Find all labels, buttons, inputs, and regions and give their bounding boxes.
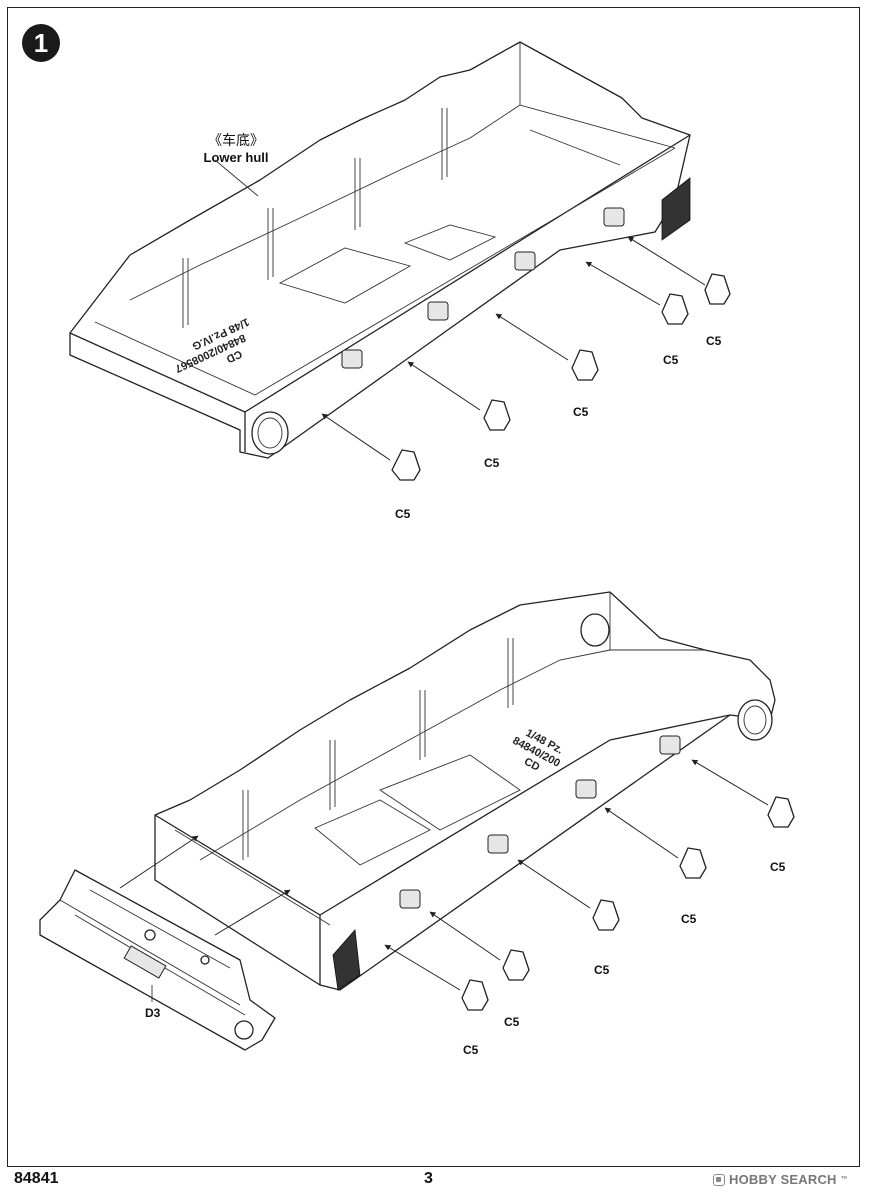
bottom-c5-part-1 [461, 979, 489, 1011]
rear-plate-panel [123, 945, 167, 979]
bottom-mount-1 [399, 889, 421, 909]
top-mount-1 [341, 349, 363, 369]
bottom-torsion-bar-1 [242, 790, 249, 860]
top-arrow-3 [495, 313, 569, 361]
bottom-torsion-bar-2 [329, 740, 336, 810]
bottom-arrow-3 [517, 859, 591, 909]
bottom-hull-top-edge [154, 714, 731, 916]
bottom-lower-hull-drawing: 1/48 Pz. 84840/200 CD [154, 591, 776, 991]
bottom-mount-3 [575, 779, 597, 799]
bottom-arrow-1 [384, 944, 461, 991]
top-hull-outline [69, 41, 691, 459]
d3-arrow-1 [119, 835, 199, 889]
rear-plate-outline [39, 869, 276, 1051]
bottom-c5-label-4: C5 [681, 912, 697, 926]
bottom-hull-floor-line [199, 649, 611, 861]
top-arrow-2 [407, 361, 481, 411]
rear-plate-d3-drawing [39, 835, 291, 1051]
top-torsion-bar-1 [182, 258, 189, 328]
bottom-c5-label-5: C5 [770, 860, 786, 874]
page-frame [7, 7, 860, 1167]
bottom-arrow-2 [429, 911, 501, 961]
bottom-front-hole [580, 613, 610, 647]
bottom-hull-inner-edge [174, 829, 331, 926]
bottom-mount-4 [659, 735, 681, 755]
product-code: 84841 [14, 1170, 59, 1187]
bottom-mount-2 [487, 834, 509, 854]
d3-arrow-2 [214, 889, 291, 936]
bottom-suspension-mounts [399, 735, 681, 909]
watermark-trademark: ™ [840, 1176, 848, 1183]
top-hull-floor-panel-2 [403, 224, 497, 261]
top-hull-floor-ridge [529, 129, 621, 166]
top-hull-floor-panel-1 [278, 247, 412, 304]
top-mount-3 [514, 251, 536, 271]
top-torsion-bar-4 [441, 108, 448, 180]
lower-hull-leader [214, 159, 259, 197]
bottom-idler-bracket [332, 929, 361, 991]
bottom-torsion-bar-4 [507, 638, 514, 708]
step-number-badge: 1 [22, 24, 60, 62]
top-mount-4 [603, 207, 625, 227]
top-c5-part-5 [704, 273, 731, 305]
top-torsion-bar-2 [267, 208, 274, 280]
top-torsion-bar-3 [354, 158, 361, 230]
page-number: 3 [424, 1170, 433, 1187]
top-arrow-1 [321, 413, 391, 461]
lower-hull-callout: 《车底》 Lower hull [196, 130, 276, 165]
top-c5-part-1 [391, 449, 421, 481]
top-c5-label-2: C5 [484, 456, 500, 470]
bottom-hull-floor-panel-2 [379, 754, 521, 831]
top-c5-label-4: C5 [663, 353, 679, 367]
top-c5-part-4 [661, 293, 689, 325]
bottom-torsion-bar-3 [419, 690, 426, 760]
bottom-hull-floor-panel-1 [314, 799, 431, 866]
bottom-sprocket-hole-inner [743, 705, 767, 735]
bottom-c5-label-2: C5 [504, 1015, 520, 1029]
bottom-sprocket-hole [737, 699, 773, 741]
lower-hull-label-en: Lower hull [203, 150, 269, 165]
bottom-hull-outline [154, 591, 776, 991]
rear-plate-hub [234, 1020, 254, 1040]
top-c5-part-3 [571, 349, 599, 381]
bottom-c5-part-2 [502, 949, 530, 981]
top-lower-hull-drawing: CD 84840/2008567 1/48 Pz.IV.G [69, 41, 691, 459]
hobby-search-watermark: HOBBY SEARCH ™ [713, 1172, 848, 1187]
bottom-c5-part-4 [679, 847, 707, 879]
top-hull-inner-edge [94, 147, 676, 396]
rear-plate-d3-label: D3 [145, 1006, 161, 1020]
top-suspension-mounts [341, 207, 625, 369]
top-mount-2 [427, 301, 449, 321]
top-c5-label-1: C5 [395, 507, 411, 521]
bottom-c5-part-5 [767, 796, 795, 828]
bottom-c5-label-1: C5 [463, 1043, 479, 1057]
bottom-arrow-5 [691, 759, 769, 806]
top-c5-label-3: C5 [573, 405, 589, 419]
bottom-c5-label-3: C5 [594, 963, 610, 977]
top-idler-bracket [661, 177, 691, 241]
rear-plate-bolt-1 [144, 929, 156, 941]
bottom-c5-part-3 [592, 899, 620, 931]
top-arrow-5 [627, 236, 706, 286]
watermark-brand: HOBBY SEARCH [729, 1172, 837, 1187]
rear-plate-bolt-2 [200, 955, 210, 965]
top-sprocket-hole-inner [257, 417, 283, 449]
top-c5-part-2 [483, 399, 511, 431]
lower-hull-label-cn: 《车底》 [208, 133, 264, 149]
top-c5-parts [321, 236, 731, 481]
hobby-search-logo-icon [713, 1173, 725, 1186]
top-arrow-4 [585, 261, 661, 306]
top-c5-label-5: C5 [706, 334, 722, 348]
bottom-arrow-4 [604, 807, 679, 859]
bottom-c5-parts [384, 759, 795, 1011]
